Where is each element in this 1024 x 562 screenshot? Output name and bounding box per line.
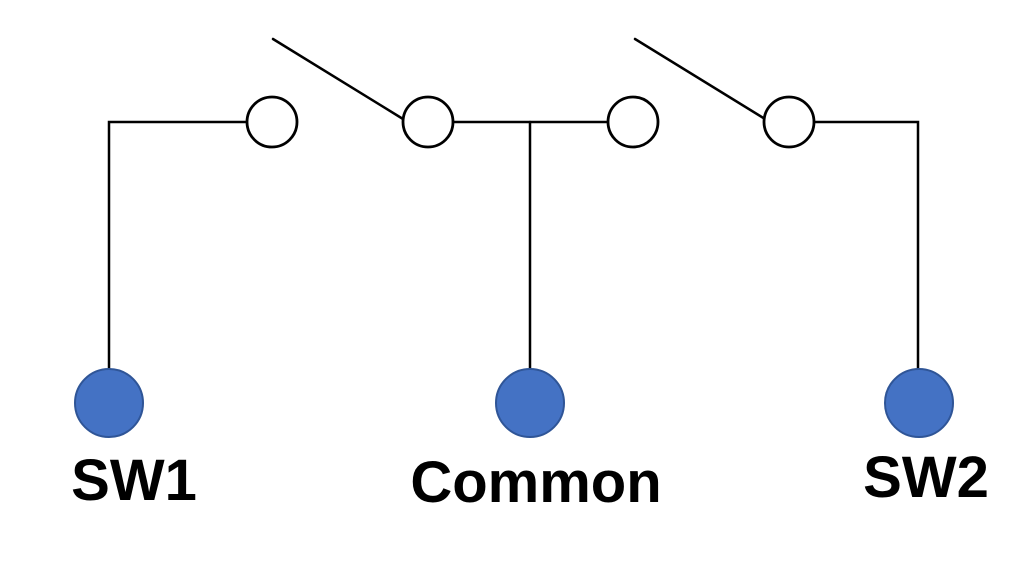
common-label: Common: [410, 450, 661, 515]
sw1-branch-wire: [107, 120, 249, 371]
switch-1: [245, 37, 455, 149]
sw2-label: SW2: [863, 445, 989, 510]
sw2-terminal-icon: [884, 368, 954, 438]
switch2-right-contact-icon: [762, 95, 816, 149]
switch-2: [606, 37, 816, 149]
switch1-lever-icon: [271, 37, 405, 121]
sw1-terminal-icon: [74, 368, 144, 438]
switch2-lever-icon: [633, 37, 767, 121]
common-terminal-icon: [495, 368, 565, 438]
switch1-right-contact-icon: [401, 95, 455, 149]
sw1-label: SW1: [71, 448, 197, 513]
switch1-left-contact-icon: [245, 95, 299, 149]
switch2-left-contact-icon: [606, 95, 660, 149]
sw2-branch-wire: [812, 120, 920, 371]
